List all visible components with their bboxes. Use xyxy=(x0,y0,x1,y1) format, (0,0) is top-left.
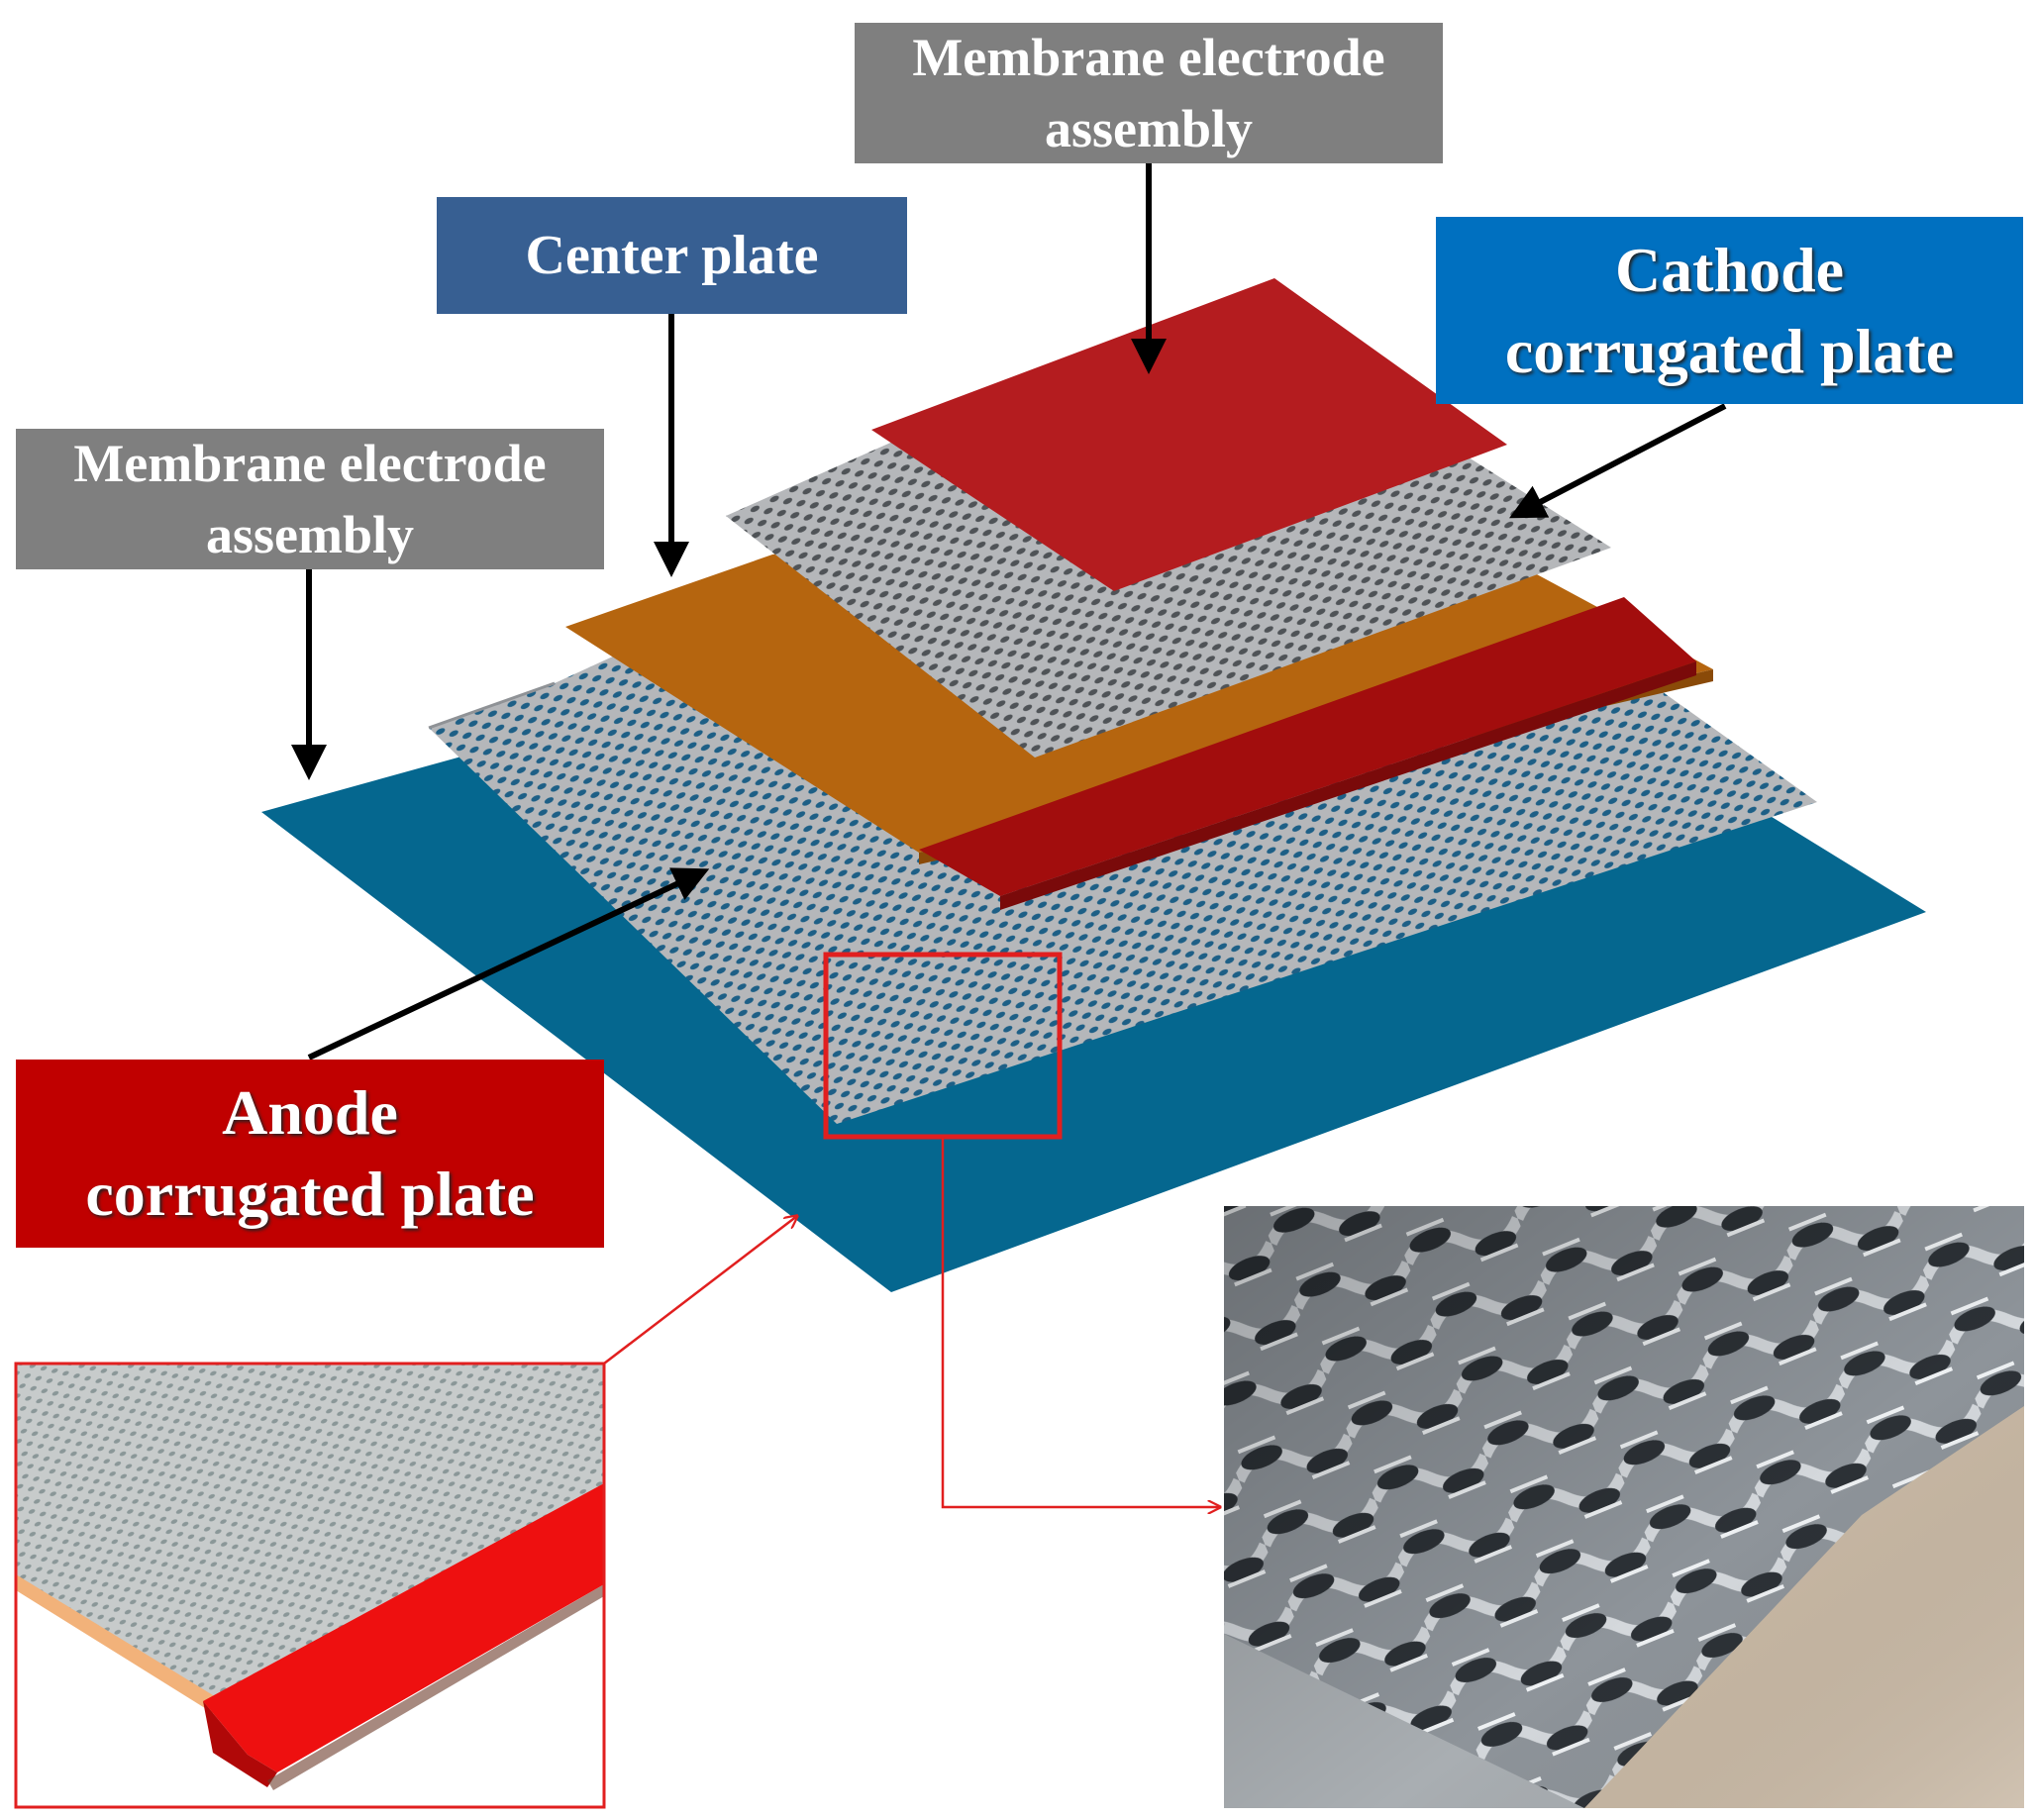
top-membrane-electrode-assembly xyxy=(871,278,1507,591)
seal-strip xyxy=(919,597,1696,896)
label-line: Cathode xyxy=(1614,234,1845,305)
label-line: Center plate xyxy=(525,225,819,286)
label-membrane-electrode-assembly-top: Membrane electrode assembly xyxy=(855,23,1443,163)
label-line: assembly xyxy=(205,505,414,564)
label-cathode-corrugated-plate: Cathode corrugated plate xyxy=(1436,217,2023,404)
arrow-anode xyxy=(307,867,710,1061)
right-inset-photo xyxy=(1224,1206,2024,1808)
label-membrane-electrode-assembly-left: Membrane electrode assembly xyxy=(16,429,604,569)
label-line: Membrane electrode xyxy=(73,434,547,493)
label-line: corrugated plate xyxy=(1504,315,1955,386)
leader-to-right-inset xyxy=(941,1137,1220,1507)
leader-to-left-inset xyxy=(603,1216,797,1365)
label-line: Anode xyxy=(222,1077,398,1148)
arrow-cathode xyxy=(1509,403,1727,519)
label-anode-corrugated-plate: Anode corrugated plate xyxy=(16,1060,604,1248)
label-line: Membrane electrode xyxy=(912,28,1385,87)
left-inset-closeup xyxy=(14,1362,606,1809)
label-center-plate: Center plate xyxy=(437,197,907,314)
seal-strip-top-face xyxy=(1000,661,1696,910)
label-line: assembly xyxy=(1044,99,1253,158)
label-line: corrugated plate xyxy=(85,1159,535,1229)
